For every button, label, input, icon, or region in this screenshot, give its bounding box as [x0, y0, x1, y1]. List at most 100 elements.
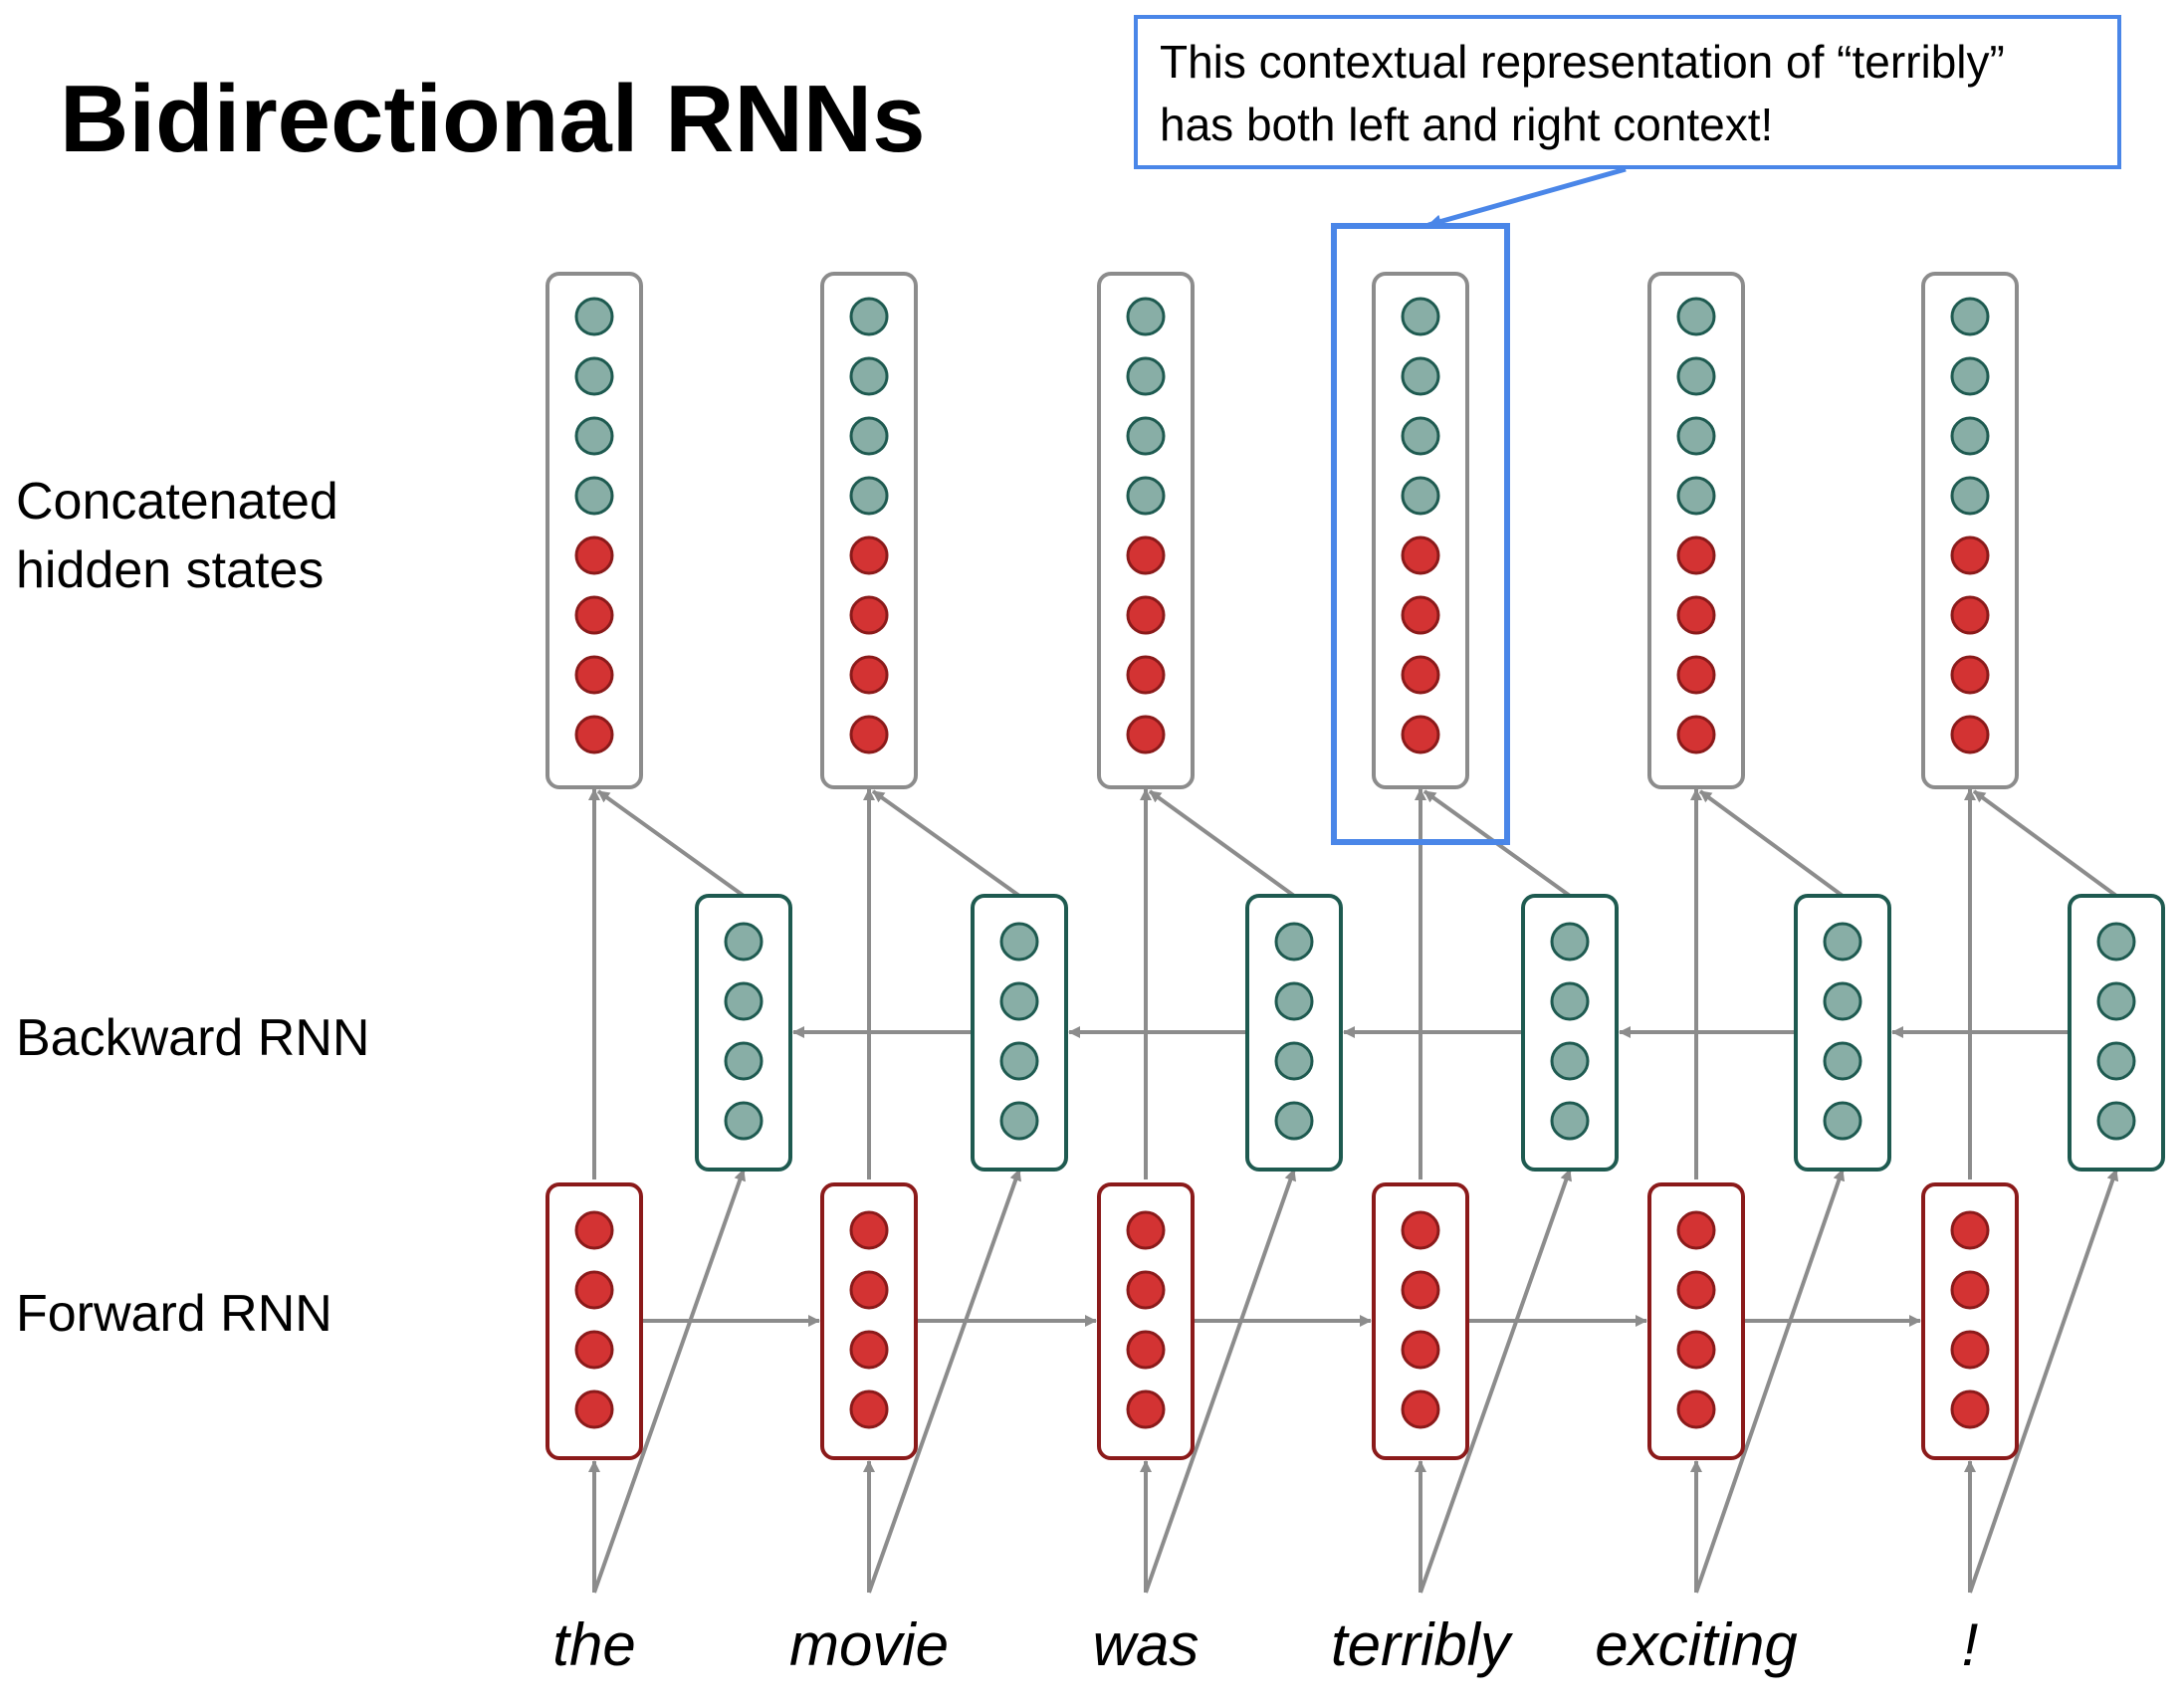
- forward-hidden-state-unit: [574, 1389, 614, 1429]
- concat-hidden-state-unit: [574, 535, 614, 575]
- concat-hidden-state-unit: [1126, 297, 1166, 336]
- input-to-backward-arrow: [1419, 1169, 1572, 1594]
- backward-hidden-state-frame: [695, 894, 792, 1172]
- concat-hidden-state-unit: [1126, 356, 1166, 396]
- concat-hidden-state-unit: [1401, 356, 1440, 396]
- input-word: !: [1962, 1611, 1979, 1678]
- concat-hidden-state-unit: [849, 297, 889, 336]
- concat-hidden-state-unit: [1676, 655, 1716, 695]
- forward-hidden-state-frame: [1921, 1182, 2019, 1460]
- concat-hidden-state-unit: [1401, 476, 1440, 516]
- concat-hidden-state-frame: [1097, 272, 1195, 789]
- backward-to-concat-arrow: [871, 789, 1021, 898]
- highlight-box: [1331, 223, 1510, 845]
- concat-hidden-state: [546, 272, 643, 789]
- backward-hidden-state-unit: [724, 1041, 764, 1081]
- concat-hidden-state-unit: [849, 595, 889, 635]
- row-label-concatenated-line2: hidden states: [16, 541, 324, 599]
- concat-hidden-state-unit: [1401, 715, 1440, 754]
- input-word: the: [552, 1611, 635, 1678]
- callout-text-line1: This contextual representation of “terri…: [1160, 36, 2005, 88]
- forward-hidden-state-unit: [1126, 1270, 1166, 1310]
- forward-hidden-state-unit: [849, 1270, 889, 1310]
- concat-hidden-state-unit: [849, 655, 889, 695]
- forward-hidden-state: [1097, 1182, 1195, 1460]
- forward-hidden-state-unit: [1676, 1270, 1716, 1310]
- concat-hidden-state-unit: [1950, 416, 1990, 456]
- forward-hidden-state-unit: [1676, 1389, 1716, 1429]
- concat-hidden-state-frame: [1921, 272, 2019, 789]
- callout: This contextual representation of “terri…: [1134, 15, 2121, 229]
- forward-hidden-state-frame: [1372, 1182, 1469, 1460]
- backward-hidden-state-unit: [999, 1041, 1039, 1081]
- backward-hidden-state: [695, 894, 792, 1172]
- backward-hidden-state-unit: [1274, 1041, 1314, 1081]
- backward-hidden-state-unit: [1550, 1101, 1590, 1141]
- backward-hidden-state-unit: [1550, 922, 1590, 961]
- backward-hidden-state-unit: [1823, 922, 1862, 961]
- input-word: movie: [789, 1611, 949, 1678]
- concat-hidden-state-unit: [849, 356, 889, 396]
- forward-hidden-state-unit: [574, 1210, 614, 1250]
- backward-hidden-state: [1794, 894, 1891, 1172]
- forward-hidden-state: [546, 1182, 643, 1460]
- concat-hidden-state-unit: [849, 715, 889, 754]
- forward-hidden-state-frame: [1647, 1182, 1745, 1460]
- forward-hidden-state-unit: [849, 1389, 889, 1429]
- forward-hidden-state-unit: [1126, 1389, 1166, 1429]
- backward-hidden-state-unit: [724, 1101, 764, 1141]
- rnn-cells: [546, 272, 2165, 1460]
- callout-pointer-arrow: [1426, 166, 1627, 229]
- concat-hidden-state-unit: [574, 655, 614, 695]
- callout-text-line2: has both left and right context!: [1160, 99, 1773, 150]
- concat-hidden-state-frame: [1372, 272, 1469, 789]
- concat-hidden-state-unit: [574, 715, 614, 754]
- concat-hidden-state-unit: [1950, 476, 1990, 516]
- forward-hidden-state-unit: [574, 1330, 614, 1370]
- concat-hidden-state: [1921, 272, 2019, 789]
- forward-hidden-state-unit: [849, 1210, 889, 1250]
- concat-hidden-state-unit: [1950, 297, 1990, 336]
- backward-hidden-state-unit: [1274, 1101, 1314, 1141]
- forward-hidden-state-unit: [1401, 1389, 1440, 1429]
- backward-hidden-state-frame: [1794, 894, 1891, 1172]
- concat-hidden-state-unit: [1676, 297, 1716, 336]
- input-to-backward-arrow: [1144, 1169, 1297, 1594]
- input-to-backward-arrow: [592, 1169, 746, 1594]
- backward-hidden-state-unit: [1823, 981, 1862, 1021]
- concat-hidden-state-unit: [1401, 416, 1440, 456]
- backward-hidden-state-unit: [1274, 922, 1314, 961]
- forward-hidden-state-unit: [849, 1330, 889, 1370]
- forward-hidden-state-unit: [1401, 1210, 1440, 1250]
- concat-hidden-state-unit: [574, 416, 614, 456]
- forward-hidden-state-unit: [1950, 1389, 1990, 1429]
- concat-hidden-state-unit: [849, 535, 889, 575]
- concat-hidden-state-unit: [1676, 416, 1716, 456]
- concat-hidden-state-unit: [1126, 476, 1166, 516]
- backward-hidden-state-unit: [1823, 1101, 1862, 1141]
- backward-hidden-state: [1521, 894, 1619, 1172]
- concat-hidden-state-unit: [574, 297, 614, 336]
- callout-box: [1134, 15, 2121, 169]
- concat-hidden-state-unit: [1950, 356, 1990, 396]
- concat-hidden-state-unit: [1950, 715, 1990, 754]
- forward-hidden-state-unit: [1676, 1330, 1716, 1370]
- forward-hidden-state-frame: [820, 1182, 918, 1460]
- forward-hidden-state: [820, 1182, 918, 1460]
- backward-hidden-state-unit: [2096, 922, 2136, 961]
- concat-hidden-state-unit: [1401, 595, 1440, 635]
- input-word: exciting: [1595, 1611, 1797, 1678]
- concat-hidden-state-unit: [1676, 535, 1716, 575]
- input-to-backward-arrow: [867, 1169, 1021, 1594]
- concat-hidden-state-unit: [1676, 595, 1716, 635]
- backward-hidden-state-unit: [724, 922, 764, 961]
- concat-hidden-state-unit: [1401, 655, 1440, 695]
- concat-hidden-state-frame: [1647, 272, 1745, 789]
- concat-hidden-state: [1097, 272, 1195, 789]
- forward-hidden-state-unit: [1950, 1210, 1990, 1250]
- concat-hidden-state-unit: [1401, 297, 1440, 336]
- forward-hidden-state: [1647, 1182, 1745, 1460]
- input-word: was: [1093, 1611, 1200, 1678]
- arrows: [588, 788, 2119, 1594]
